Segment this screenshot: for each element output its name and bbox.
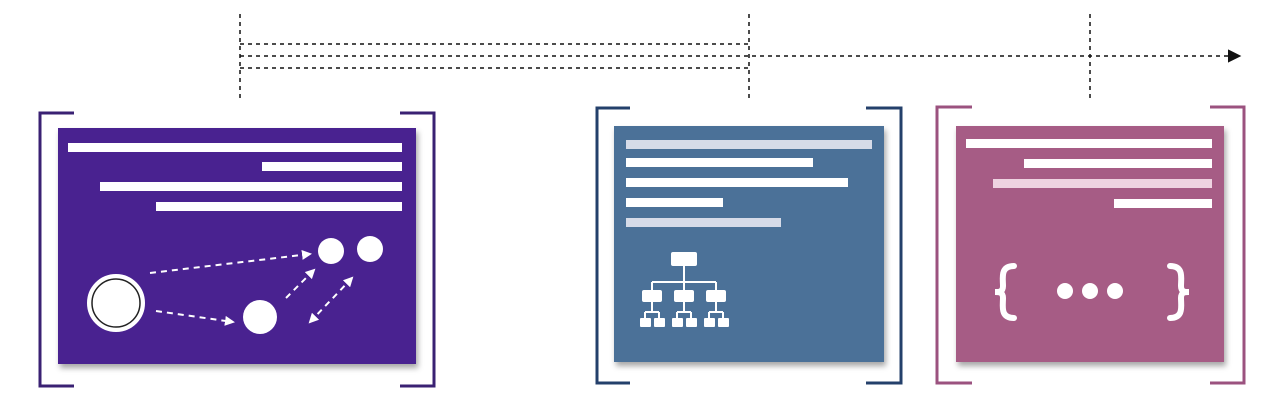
text-line	[626, 198, 723, 207]
left-brace-icon	[994, 263, 1017, 321]
text-line	[626, 140, 872, 149]
ellipsis-dot	[1082, 283, 1098, 299]
text-line	[1114, 199, 1212, 208]
timeline	[239, 14, 1242, 100]
text-line	[966, 139, 1212, 148]
text-line	[262, 162, 402, 171]
node	[318, 238, 344, 264]
text-line	[626, 158, 813, 167]
card-3-text-lines	[966, 139, 1212, 208]
ellipsis-dot	[1057, 283, 1073, 299]
card-2-bracket-right	[866, 106, 903, 385]
card-3-bracket-left	[935, 105, 972, 385]
text-line	[626, 218, 781, 227]
text-line	[993, 179, 1212, 188]
card-1	[38, 111, 436, 388]
text-line	[156, 202, 402, 211]
text-line	[626, 178, 848, 187]
card-1-bracket-right	[400, 111, 436, 388]
card-1-text-lines	[68, 143, 402, 211]
curly-braces-ellipsis-icon	[994, 263, 1190, 321]
node-large	[87, 274, 145, 332]
edge	[155, 310, 235, 326]
text-line	[68, 143, 402, 152]
card-2-bracket-left	[595, 106, 630, 385]
node	[243, 300, 277, 334]
card-2-text-lines	[626, 140, 872, 227]
text-line	[1024, 159, 1212, 168]
hierarchy-tree-icon	[640, 252, 729, 327]
text-line	[100, 182, 402, 191]
right-brace-icon	[1167, 263, 1190, 321]
edge	[149, 249, 312, 274]
card-3-bracket-right	[1210, 105, 1246, 385]
card-2	[595, 106, 903, 385]
card-1-bracket-left	[38, 111, 74, 388]
graph-nodes-icon	[87, 236, 383, 334]
node-large-ring	[91, 278, 141, 328]
card-3	[935, 105, 1246, 385]
node	[357, 236, 383, 262]
ellipsis-dot	[1107, 283, 1123, 299]
